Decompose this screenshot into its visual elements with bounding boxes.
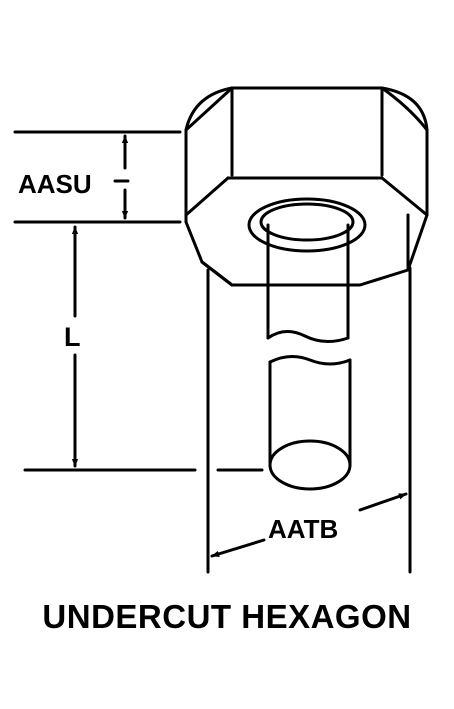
shank-upper	[266, 223, 350, 340]
shank-upper-break	[266, 330, 350, 343]
l-label: L	[64, 322, 81, 352]
aatb-dimension-arrow-right	[358, 492, 408, 512]
aasu-label: AASU	[18, 169, 92, 199]
hex-lower-edge-left	[200, 260, 234, 287]
aatb-dimension-arrow-left	[210, 538, 266, 558]
aatb-label: AATB	[268, 514, 338, 544]
undercut-collar-inner	[259, 202, 355, 242]
hex-top-face-edge	[184, 86, 429, 132]
hex-chamfer-right	[380, 176, 429, 217]
hex-chamfer-left	[184, 176, 230, 217]
shank-end-face	[268, 439, 352, 491]
shank-lower	[268, 358, 352, 467]
shank-lower-break	[268, 355, 352, 366]
diagram-caption: UNDERCUT HEXAGON	[42, 598, 412, 635]
undercut-collar-outer	[247, 197, 367, 253]
